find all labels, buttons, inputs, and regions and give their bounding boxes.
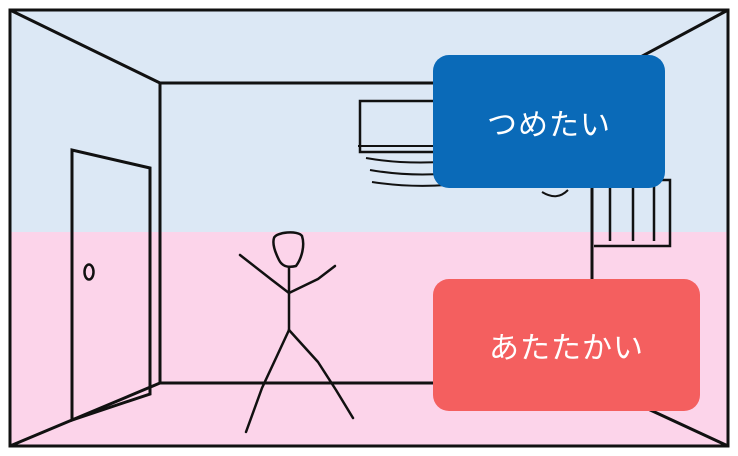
warm-label: あたたかい — [433, 279, 700, 411]
cool-label: つめたい — [433, 55, 665, 188]
window-icon — [541, 178, 672, 248]
door-icon — [70, 148, 152, 423]
outer-frame — [8, 8, 730, 448]
stick-figure-person — [238, 231, 355, 434]
back-wall — [158, 81, 594, 385]
perspective-line-tl — [9, 8, 161, 85]
